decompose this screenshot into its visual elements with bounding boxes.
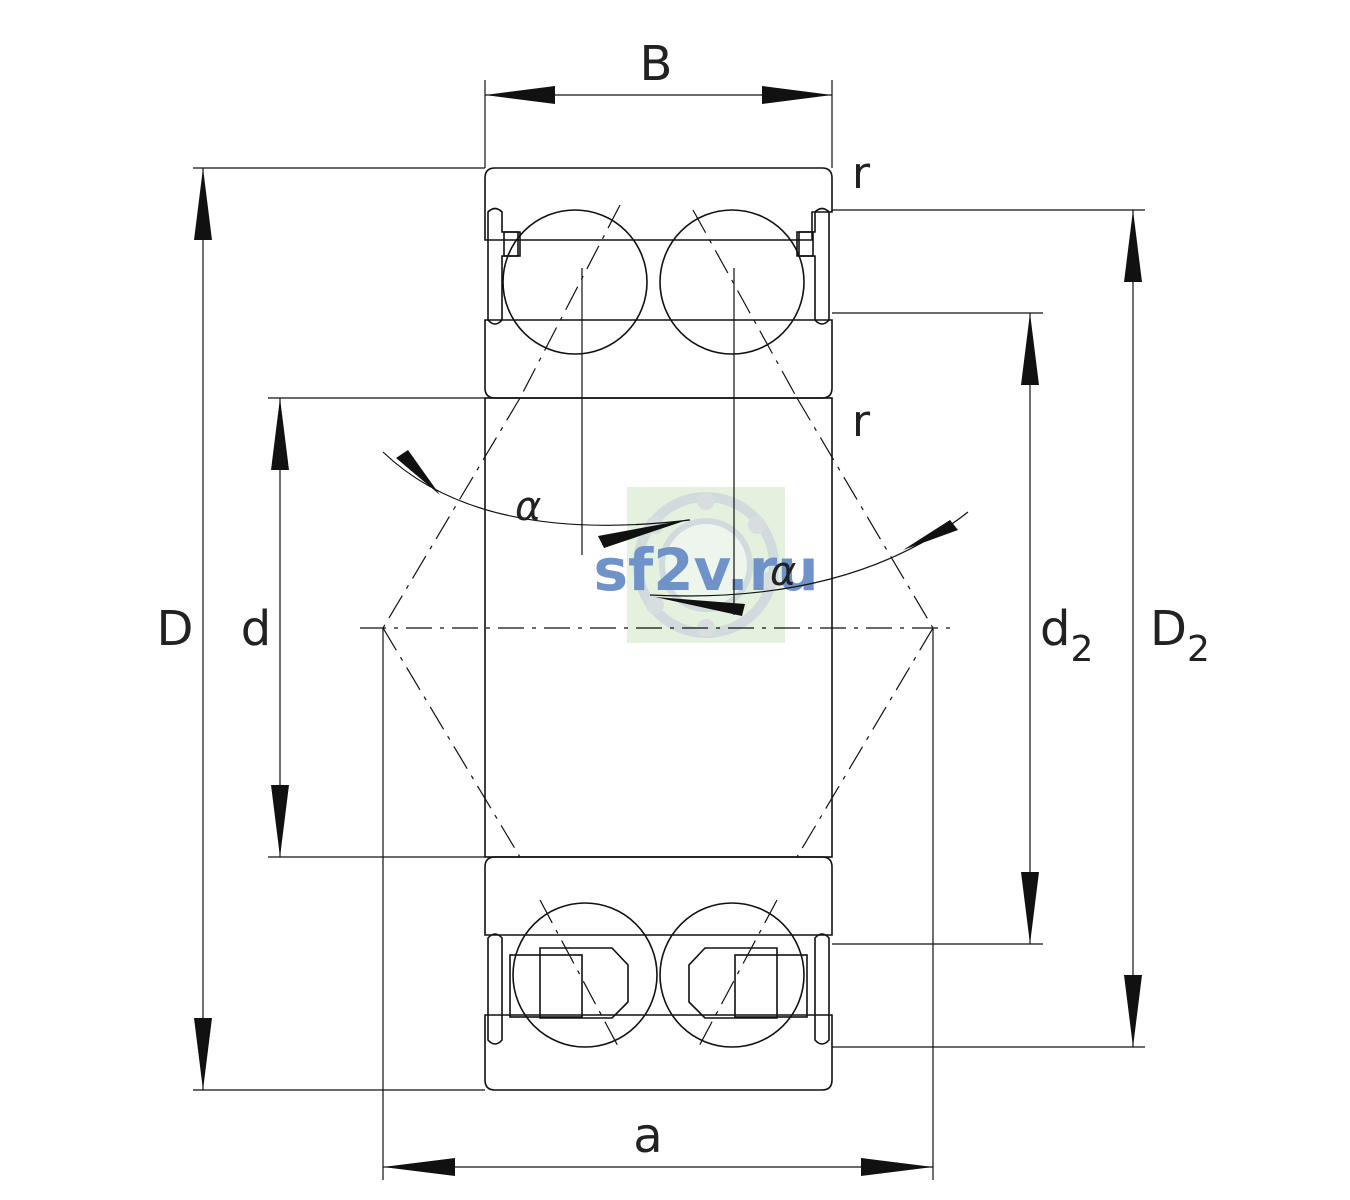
seal-bottom-right bbox=[814, 933, 830, 1045]
label-a: a bbox=[633, 1108, 662, 1164]
label-D: D bbox=[157, 601, 194, 657]
label-r-top: r bbox=[852, 148, 871, 199]
label-d: d bbox=[241, 601, 271, 657]
extension-lines bbox=[193, 80, 1145, 1180]
watermark-text: sf2v.ru bbox=[593, 536, 818, 604]
label-r-mid: r bbox=[852, 396, 871, 447]
label-alpha-left: α bbox=[515, 484, 541, 530]
contact-angle-arcs bbox=[382, 450, 969, 616]
inner-ring-bottom bbox=[484, 856, 833, 936]
label-D2: D2 bbox=[1150, 601, 1210, 670]
ball-bottom-right bbox=[659, 902, 805, 1048]
cage-pocket-left bbox=[539, 947, 629, 1019]
cage-top-right bbox=[798, 231, 814, 257]
cage-top-left bbox=[503, 231, 519, 257]
cage-bottom-left bbox=[509, 954, 583, 1018]
dimension-lines bbox=[194, 86, 1142, 1176]
ball-top-right bbox=[659, 209, 805, 355]
dimension-labels: B r r α α D d d2 D2 a bbox=[157, 36, 1210, 1164]
label-d2: d2 bbox=[1040, 601, 1093, 670]
label-d2-base: d bbox=[1040, 601, 1070, 657]
inner-ring-top bbox=[484, 319, 833, 399]
bearing-bottom-section bbox=[484, 856, 833, 1091]
label-D2-base: D bbox=[1150, 601, 1187, 657]
seal-top-left bbox=[487, 207, 521, 325]
ball-bottom-left bbox=[512, 902, 658, 1048]
seal-bottom-left bbox=[487, 933, 503, 1045]
seal-top-right bbox=[796, 207, 830, 325]
ball-top-left bbox=[502, 209, 648, 355]
center-lines bbox=[360, 204, 955, 1051]
bearing-top-section bbox=[484, 167, 833, 858]
cage-pocket-right bbox=[688, 947, 778, 1019]
outer-ring-bottom bbox=[484, 1014, 833, 1091]
cage-bottom-right bbox=[734, 954, 808, 1018]
label-B: B bbox=[640, 36, 673, 92]
label-alpha-right: α bbox=[770, 549, 796, 595]
outer-ring-top bbox=[484, 167, 833, 241]
label-D2-sub: 2 bbox=[1187, 629, 1210, 670]
label-d2-sub: 2 bbox=[1070, 629, 1093, 670]
